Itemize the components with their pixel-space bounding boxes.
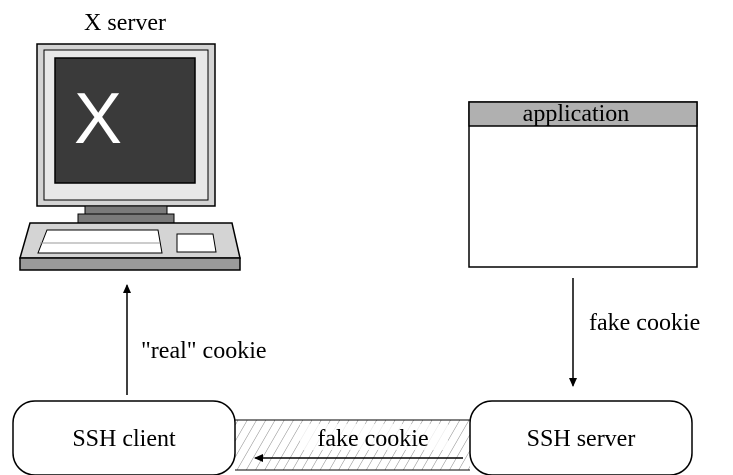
real-cookie-label: "real" cookie [141, 338, 267, 364]
ssh-tunnel: fake cookie [235, 419, 470, 471]
ssh-client-label: SSH client [72, 426, 176, 452]
application-title: application [523, 101, 630, 127]
tunnel-fake-cookie-label: fake cookie [317, 426, 428, 452]
application-window: application [468, 101, 698, 268]
fake-cookie-label-app: fake cookie [589, 310, 700, 336]
ssh-client-box: SSH client [12, 400, 236, 475]
x-logo-icon: X [74, 79, 122, 159]
computer-monitor-keyboard-icon: X [19, 43, 241, 271]
ssh-server-label: SSH server [527, 426, 636, 452]
monitor-screen [54, 57, 196, 184]
ssh-server-box: SSH server [469, 400, 693, 475]
application-title-bar [468, 101, 698, 127]
x-server-label: X server [84, 10, 166, 36]
